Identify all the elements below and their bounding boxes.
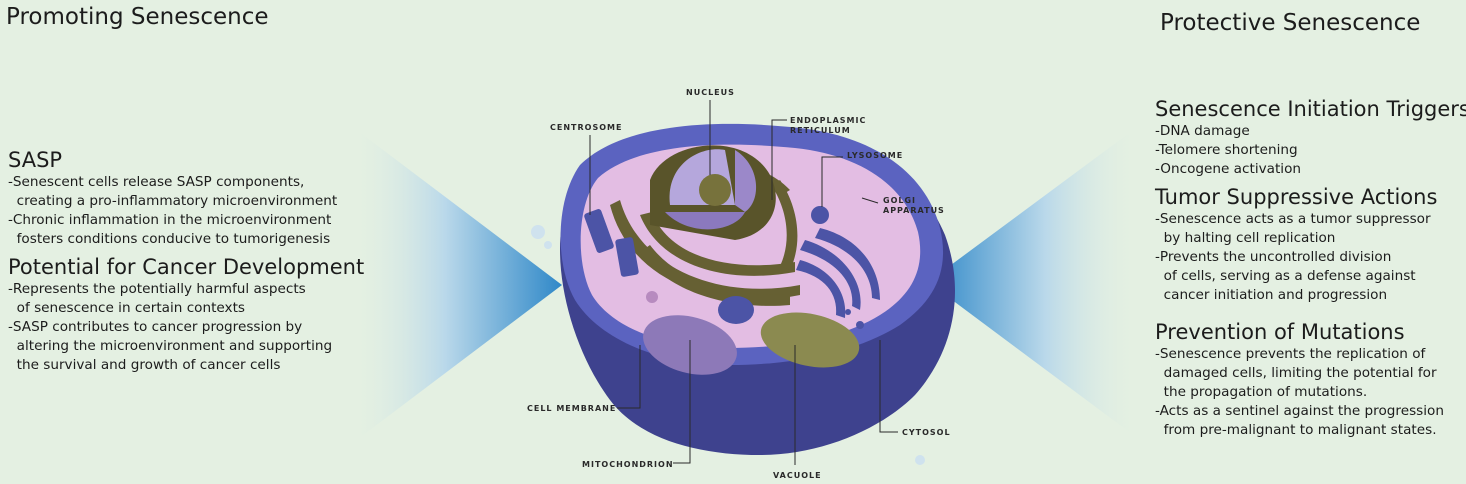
text-line: creating a pro-inflammatory microenviron…: [8, 193, 338, 209]
left-cone: [350, 125, 562, 445]
left-heading: Promoting Senescence: [6, 4, 269, 30]
text-line: the propagation of mutations.: [1155, 384, 1368, 400]
text-line: damaged cells, limiting the potential fo…: [1155, 365, 1437, 381]
text-line: -Telomere shortening: [1155, 142, 1298, 158]
text-line: -Prevents the uncontrolled division: [1155, 249, 1392, 265]
section-title: Prevention of Mutations: [1155, 320, 1405, 344]
vacuole: [760, 312, 860, 368]
text-line: cancer initiation and progression: [1155, 287, 1388, 303]
text-line: -Represents the potentially harmful aspe…: [8, 281, 306, 297]
text-line: -SASP contributes to cancer progression …: [8, 319, 303, 335]
text-line: -Oncogene activation: [1155, 161, 1302, 177]
text-line: of senescence in certain contexts: [8, 300, 246, 316]
right-section-mutations: Prevention of Mutations -Senescence prev…: [1155, 320, 1444, 440]
text-line: -Senescent cells release SASP components…: [8, 174, 305, 190]
label-er-line2: RETICULUM: [790, 126, 851, 135]
mitochondrion-leader: [673, 340, 691, 464]
label-er-line1: ENDOPLASMIC: [790, 116, 866, 125]
label-lysosome: LYSOSOME: [847, 151, 903, 160]
er-leader: [771, 119, 787, 200]
section-title: SASP: [8, 148, 63, 172]
label-centrosome: CENTROSOME: [550, 123, 622, 132]
nucleolus: [699, 174, 731, 206]
section-title: Potential for Cancer Development: [8, 255, 365, 279]
centrosome: [584, 209, 639, 277]
text-line: -Senescence acts as a tumor suppressor: [1155, 211, 1431, 227]
text-line: from pre-malignant to malignant states.: [1155, 422, 1437, 438]
text-line: -Senescence prevents the replication of: [1155, 346, 1426, 362]
right-section-tumor: Tumor Suppressive Actions -Senescence ac…: [1155, 185, 1437, 305]
bubble: [915, 455, 925, 465]
vesicle: [646, 291, 658, 303]
left-section-cancer: Potential for Cancer Development -Repres…: [8, 255, 364, 375]
cell-membrane-leader: [617, 345, 641, 409]
bubble: [531, 225, 545, 239]
golgi-leader: [861, 197, 879, 204]
section-title: Tumor Suppressive Actions: [1155, 185, 1438, 209]
nucleus: [650, 145, 776, 240]
right-cone: [928, 125, 1140, 440]
text-line: by halting cell replication: [1155, 230, 1336, 246]
lysosome: [811, 206, 829, 224]
golgi-apparatus: [796, 228, 880, 329]
bubble: [544, 241, 552, 249]
text-line: of cells, serving as a defense against: [1155, 268, 1416, 284]
left-section-sasp: SASP -Senescent cells release SASP compo…: [8, 148, 337, 249]
text-line: -DNA damage: [1155, 123, 1250, 139]
text-line: -Chronic inflammation in the microenviro…: [8, 212, 332, 228]
text-line: fosters conditions conducive to tumorige…: [8, 231, 331, 247]
label-mitochondrion: MITOCHONDRION: [582, 460, 674, 469]
text-line: the survival and growth of cancer cells: [8, 357, 281, 373]
right-section-triggers: Senescence Initiation Triggers -DNA dama…: [1155, 97, 1466, 179]
label-cytosol: CYTOSOL: [902, 428, 951, 437]
label-vacuole: VACUOLE: [773, 471, 822, 480]
right-heading: Protective Senescence: [1160, 10, 1421, 36]
label-golgi-line2: APPARATUS: [883, 206, 945, 215]
label-cell-membrane: CELL MEMBRANE: [527, 404, 616, 413]
text-line: altering the microenvironment and suppor…: [8, 338, 333, 354]
cytosol-leader: [879, 340, 898, 433]
section-title: Senescence Initiation Triggers: [1155, 97, 1466, 121]
text-line: -Acts as a sentinel against the progress…: [1155, 403, 1444, 419]
vesicle: [718, 296, 754, 324]
lysosome-leader: [821, 156, 843, 207]
label-golgi-line1: GOLGI: [883, 196, 916, 205]
label-nucleus: NUCLEUS: [686, 88, 735, 97]
